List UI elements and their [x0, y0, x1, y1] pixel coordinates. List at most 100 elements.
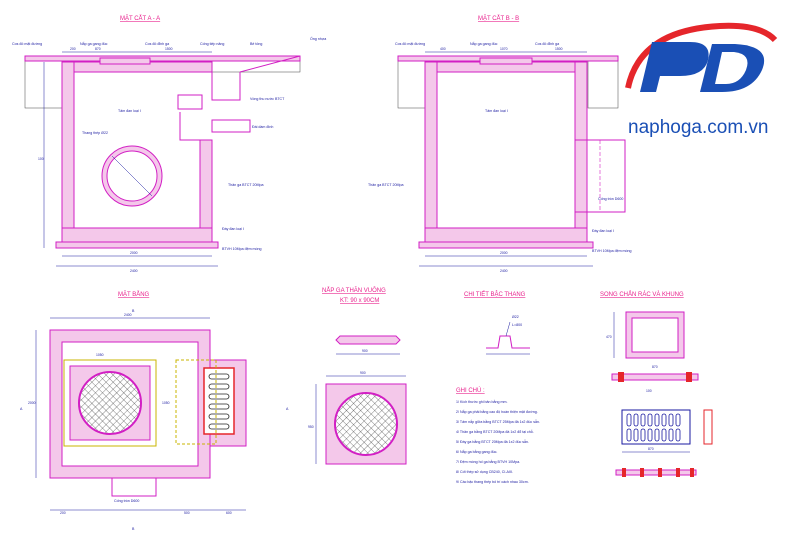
grate-anchor-1 [618, 372, 624, 382]
plan-title: MẶT BẰNG [118, 290, 150, 298]
right-wall [199, 139, 213, 241]
road-surface [24, 55, 301, 62]
pipe-diameter-line [111, 155, 153, 197]
footing [55, 241, 219, 249]
plan-grate [203, 367, 235, 435]
grate-anchor-2 [686, 372, 692, 382]
label-slab-type1: Tấm đan loại I [118, 109, 141, 113]
label-bb-wall: Thân ga BTCT 20Mpa [368, 183, 404, 187]
cover-plan-disk [334, 392, 398, 456]
ladder-detail: CHI TIẾT BẬC THANG Ø22 L=800 [464, 291, 530, 355]
ladder-diameter-label: Ø22 [512, 315, 519, 319]
dim-bb-top-0: 400 [440, 47, 446, 51]
section-bb-dims: 2000 2400 400 1070 1500 [419, 47, 593, 273]
ground-left-bb [397, 57, 427, 109]
label-bb-footing: BTVH 10Mpa đệm móng [592, 249, 632, 253]
note-9: 9/ Các bậc thang thép bố trí cách nhau 3… [456, 480, 529, 484]
cover-frame [99, 57, 151, 65]
note-7: 7/ Đệm móng hố ga bằng BTVH 10Mpa. [456, 459, 520, 464]
grate-title: SONG CHẮN RÁC VÀ KHUNG [600, 290, 684, 298]
label-bb-road: Cos đô mặt đường [395, 42, 425, 46]
plan-dim-cover-h: 1050 [162, 401, 170, 405]
collar-block [177, 94, 203, 110]
plan-cut-a-right: A [286, 407, 289, 411]
cover-dim-height: 950 [308, 425, 314, 429]
left-wall-bb [424, 61, 438, 241]
label-bb-base: Đáy đan loại I [592, 229, 614, 233]
section-bb-labels: Cos đô mặt đường Nắp ga gang đúc Cos đô … [368, 41, 632, 253]
label-bb-pipe: Cống tròn D600 [598, 197, 623, 201]
plan-dim-b3: 600 [226, 511, 232, 515]
plan-outlet-pipe [111, 477, 157, 497]
dim-aa-top-1: 870 [95, 47, 101, 51]
note-1: 1/ Kích thước ghi bản bằng mm. [456, 399, 508, 404]
ladder-length-label: L=800 [512, 323, 522, 327]
dim-aa-top-2: 1500 [165, 47, 173, 51]
plan-dims: 2400 2000 1050 1050 200 500 600 [28, 313, 246, 515]
plan-labels: A A B B Cống tròn D600 [20, 309, 289, 531]
grate-detail: SONG CHẮN RÁC VÀ KHUNG 470 870 100 [600, 290, 713, 477]
plan-cut-b-top: B [132, 309, 135, 313]
left-wall [61, 61, 75, 241]
dim-aa-height: 100 [38, 157, 44, 161]
grate-plan [621, 409, 691, 445]
cover-subtitle: KT: 90 x 90CM [340, 298, 379, 304]
section-bb-title: MẶT CẮT B - B [478, 14, 519, 22]
label-bb-cover: Nắp ga gang đúc [470, 41, 498, 46]
note-2: 2/ Nắp ga phải bằng cao độ hoàn thiện mặ… [456, 409, 538, 414]
ladder-title: CHI TIẾT BẬC THANG [464, 291, 526, 298]
inlet-structure [211, 55, 301, 133]
label-beam: Đài dầm đình [252, 125, 273, 129]
label-bb-slab: Tấm đan loại I [485, 109, 508, 113]
plan-view: MẶT BẰNG A A B B Cống tròn D600 2400 [20, 290, 289, 531]
right-wall-bb [574, 61, 588, 241]
label-bb-top: Cos đô đỉnh ga [535, 42, 559, 46]
dim-bb-top-2: 1500 [555, 47, 563, 51]
plan-dashed-zone [175, 359, 217, 445]
cover-detail: NẮP GA THĂN VUÔNG KT: 90 x 90CM 900 900 … [308, 286, 407, 465]
dim-bb-outer: 2400 [500, 269, 508, 273]
section-aa-title: MẶT CẮT A - A [120, 14, 160, 22]
section-aa: MẶT CẮT A - A Cos đô mặt đường Nắp ga ga… [12, 14, 326, 273]
plan-cut-a-left: A [20, 407, 23, 411]
grate-plan-slots [626, 413, 681, 442]
plan-dim-cover-w: 1050 [96, 353, 104, 357]
section-bb: MẶT CẮT B - B Cos đô mặt đường Nắp ga ga… [368, 14, 632, 273]
label-cast-cover: Nắp ga gang đúc [80, 41, 108, 46]
ground-right-bb [587, 57, 619, 109]
logo-letter-d-inner [715, 52, 748, 84]
note-8: 8/ Cốt thép sử dụng CB240, CI-AIII. [456, 470, 513, 474]
grate-side-section [703, 409, 713, 445]
logo-website: naphoga.com.vn [628, 117, 769, 138]
note-6: 6/ Nắp ga bằng gang đúc. [456, 449, 497, 454]
footing-bb [418, 241, 594, 249]
cover-section-profile [335, 335, 401, 345]
logo-swoosh-red [625, 22, 778, 89]
plan-grate-slots [208, 373, 230, 430]
plan-dim-b2: 500 [184, 511, 190, 515]
plan-outlet-label: Cống tròn D600 [114, 499, 139, 503]
label-plastic-pipe: Ống nhựa [310, 36, 326, 41]
dim-aa-outer: 2400 [130, 269, 138, 273]
dim-bb-inner: 2000 [500, 251, 508, 255]
notes-title: GHI CHÚ : [456, 387, 485, 394]
label-connecting-pipe: Cống tiếp năng [200, 42, 224, 46]
grate-frame-section [611, 373, 699, 381]
notes: GHI CHÚ : 1/ Kích thước ghi bản bằng mm.… [456, 387, 540, 484]
label-concrete: Bê tông [250, 42, 262, 46]
dim-bb-top-1: 1070 [500, 47, 508, 51]
cover-frame-bb [479, 57, 533, 65]
grate-dim-section: 100 [646, 389, 652, 393]
company-logo: naphoga.com.vn [625, 22, 778, 138]
note-4: 4/ Thân ga bằng BTCT 20Mpa đá 1x2 đổ tại… [456, 429, 534, 434]
label-top-level: Cos đô đỉnh ga [145, 42, 169, 46]
dim-aa-inner: 2000 [130, 251, 138, 255]
grate-dim-plan-width: 870 [648, 447, 654, 451]
label-ladder: Thang thép Ø22 [82, 131, 108, 135]
label-road-level: Cos đô mặt đường [12, 42, 42, 46]
cover-dim-width: 900 [360, 371, 366, 375]
plan-slab-outline [63, 359, 157, 447]
label-wall-concrete: Thân ga BTCT 20Mpa [228, 183, 264, 187]
logo-letter-p [640, 42, 709, 92]
